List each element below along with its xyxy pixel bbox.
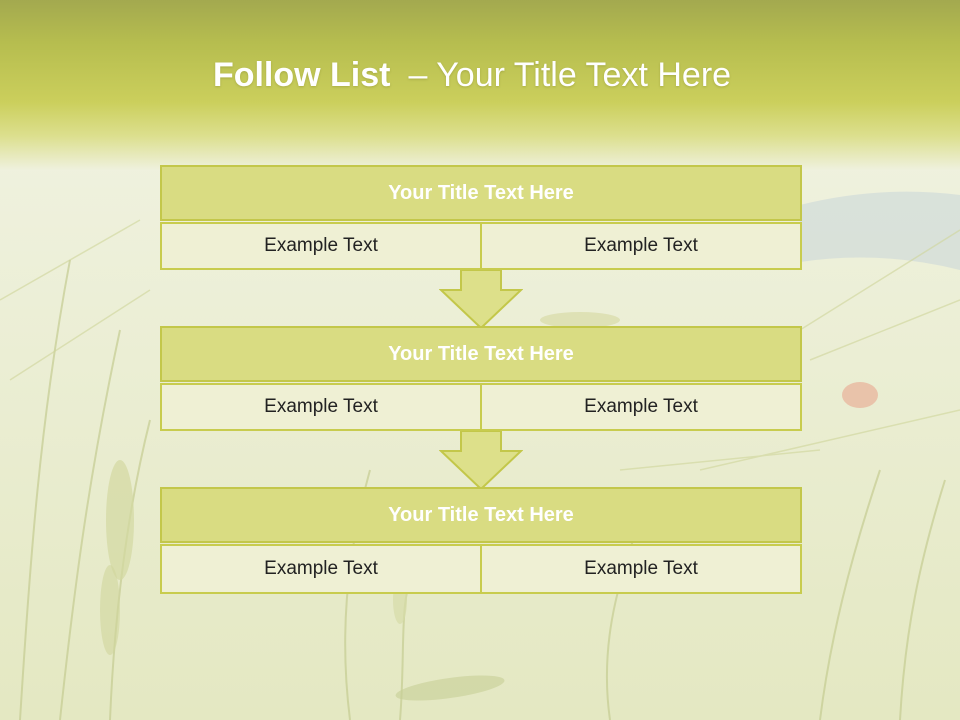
step-title: Your Title Text Here [160, 487, 802, 543]
step-title: Your Title Text Here [160, 326, 802, 382]
step-block-2: Your Title Text Here Example Text Exampl… [160, 326, 802, 431]
step-cells: Example Text Example Text [160, 544, 802, 594]
step-cells: Example Text Example Text [160, 222, 802, 270]
down-arrow-icon [439, 431, 523, 491]
page-title-rest: – Your Title Text Here [408, 56, 732, 94]
page-title-bold: Follow List [212, 56, 391, 94]
step-cell-left: Example Text [160, 222, 482, 270]
step-cell-right: Example Text [482, 544, 802, 594]
down-arrow-icon [439, 270, 523, 330]
step-block-3: Your Title Text Here Example Text Exampl… [160, 487, 802, 594]
step-cell-left: Example Text [160, 544, 482, 594]
step-cell-left: Example Text [160, 383, 482, 431]
step-block-1: Your Title Text Here Example Text Exampl… [160, 165, 802, 270]
header-band [0, 0, 960, 170]
step-cell-right: Example Text [482, 383, 802, 431]
page-title: Follow List – Your Title Text Here [0, 56, 944, 95]
step-cells: Example Text Example Text [160, 383, 802, 431]
step-cell-right: Example Text [482, 222, 802, 270]
step-title: Your Title Text Here [160, 165, 802, 221]
